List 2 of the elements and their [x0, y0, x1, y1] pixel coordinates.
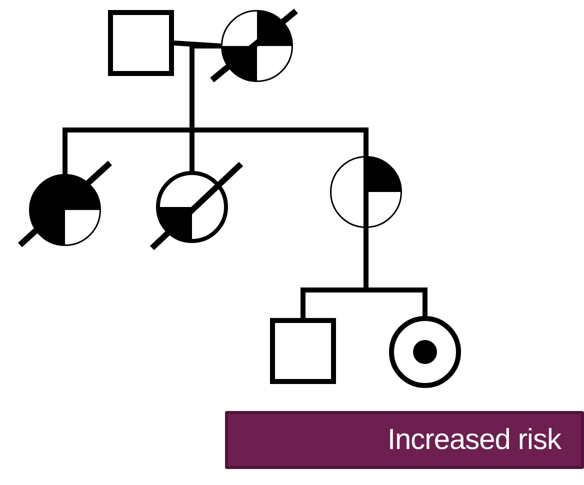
legend-text: Increased risk	[387, 424, 561, 456]
legend-box	[225, 411, 584, 469]
